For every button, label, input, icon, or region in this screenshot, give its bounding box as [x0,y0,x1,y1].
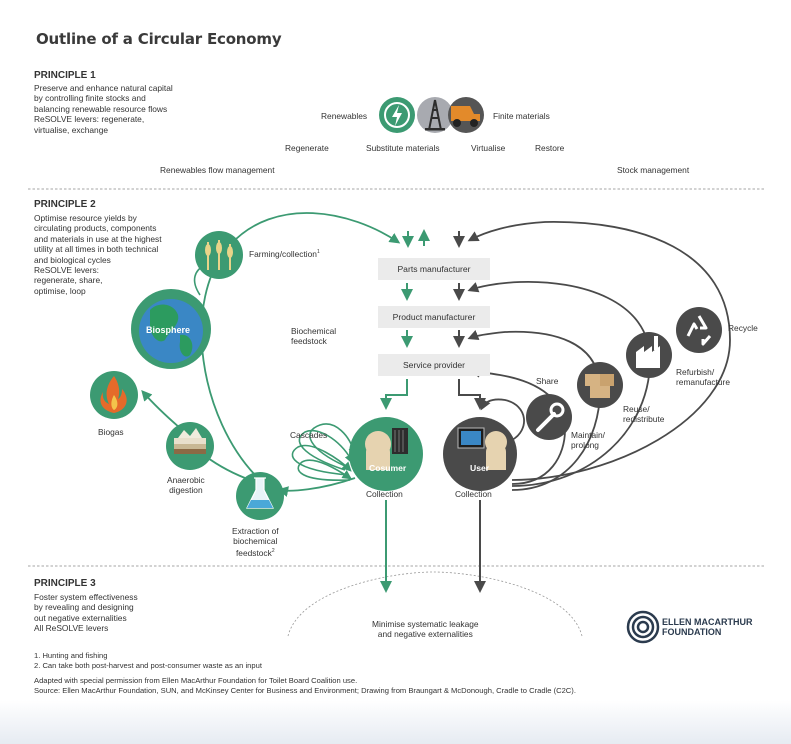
extraction-footnote-marker: 2 [271,548,275,554]
renewables-icon [379,97,415,133]
principle-2-body: Optimise resource yields by circulating … [34,213,162,296]
anaerobic-digestion-icon [166,422,214,470]
cascades-label: Cascades [290,430,328,440]
mining-truck-icon [448,97,484,133]
boxes-icon [577,362,623,408]
principle-3-body: Foster system effectiveness by revealing… [34,592,138,634]
footnote-2: 2. Can take both post-harvest and post-c… [34,661,262,670]
farming-icon [195,231,243,279]
extraction-label: Extraction of biochemical feedstock2 [232,526,279,558]
farming-collection-text: Farming/collection [249,249,317,259]
principle-3-heading: PRINCIPLE 3 [34,578,96,589]
oil-rig-icon [417,97,453,133]
fire-icon [90,371,138,419]
collection-left-label: Collection [366,489,403,499]
parts-manufacturer-box: Parts manufacturer [378,258,490,280]
logo-line-2: FOUNDATION [662,627,722,637]
principle-1-heading: PRINCIPLE 1 [34,70,96,81]
logo-line-1: ELLEN MACARTHUR [662,617,753,627]
leakage-label: Minimise systematic leakage and negative… [372,619,479,639]
renewables-flow-label: Renewables flow management [160,165,275,175]
collection-right-label: Collection [455,489,492,499]
bottom-fade [0,700,791,744]
recycle-icon [676,307,722,353]
ellen-macarthur-logo-icon [626,610,660,644]
extraction-text: Extraction of biochemical feedstock [232,526,279,558]
renewables-label: Renewables [321,111,368,121]
farming-collection-label: Farming/collection1 [249,249,320,259]
reuse-redistribute-label: Reuse/ redistribute [623,404,665,425]
consumer-label: Cosumer [369,463,407,473]
biosphere-label: Biosphere [146,325,191,335]
lever-substitute-materials: Substitute materials [366,143,440,153]
product-manufacturer-box: Product manufacturer [378,306,490,328]
factory-icon [626,332,672,378]
principle-2-heading: PRINCIPLE 2 [34,199,96,210]
biogas-label: Biogas [98,427,124,437]
stock-management-label: Stock management [617,165,690,175]
recycle-label: Recycle [728,323,758,333]
lever-restore: Restore [535,143,565,153]
biosphere-icon [131,289,211,369]
footnote-1: 1. Hunting and fishing [34,651,108,660]
service-provider-box: Service provider [378,354,490,376]
refurbish-remanufacture-label: Refurbish/ remanufacture [676,367,730,388]
wrench-icon [526,394,572,440]
share-label: Share [536,376,559,386]
lever-regenerate: Regenerate [285,143,329,153]
biochemical-feedstock-label: Biochemical feedstock [291,326,337,347]
source-note: Source: Ellen MacArthur Foundation, SUN,… [34,686,576,695]
principle-1-body: Preserve and enhance natural capital by … [34,83,173,135]
lever-virtualise: Virtualise [471,143,506,153]
adapted-note: Adapted with special permission from Ell… [34,676,358,685]
maintain-prolong-label: Maintain/ prolong [571,430,605,451]
finite-materials-label: Finite materials [493,111,550,121]
farming-footnote-marker: 1 [316,249,320,256]
user-icon [443,417,517,491]
consumer-icon [349,417,423,491]
flask-icon [236,472,284,520]
anaerobic-digestion-label: Anaerobic digestion [167,475,205,495]
user-label: User [470,463,490,473]
page-title: Outline of a Circular Economy [36,30,282,48]
